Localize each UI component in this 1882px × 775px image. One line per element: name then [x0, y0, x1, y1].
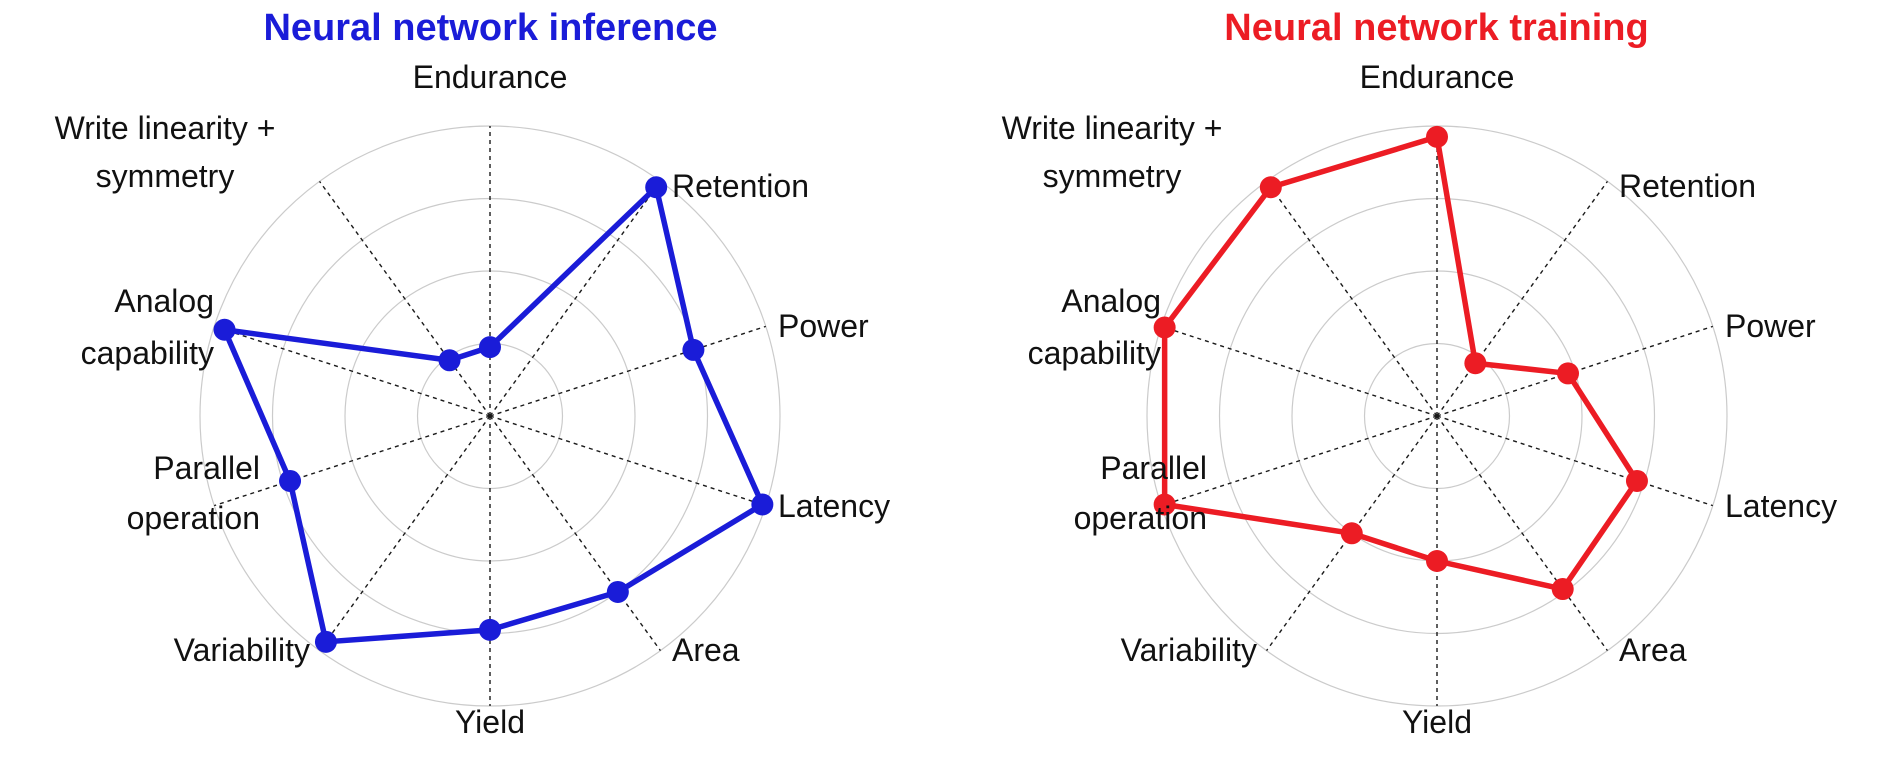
axis-spoke-retention	[1436, 180, 1609, 417]
axis-label-area: Area	[1619, 632, 1687, 668]
data-point-inference-retention	[645, 176, 668, 199]
data-point-inference-power	[682, 338, 705, 361]
axis-label-power: Power	[778, 308, 869, 344]
axis-label-yield: Yield	[1402, 704, 1472, 740]
axis-label-write-linearity-symmetry-line1: Write linearity +	[55, 110, 276, 146]
data-point-inference-variability	[314, 630, 337, 653]
axis-label-retention: Retention	[1619, 168, 1756, 204]
axis-spoke-parallel-operation	[1160, 415, 1438, 507]
axis-label-yield: Yield	[455, 704, 525, 740]
data-point-inference-latency	[751, 493, 774, 516]
axis-label-analog-capability-line2: capability	[81, 335, 214, 371]
axis-label-endurance: Endurance	[1360, 59, 1515, 95]
data-point-training-latency	[1625, 469, 1648, 492]
axis-spoke-write-linearity-symmetry	[318, 180, 491, 417]
axis-label-analog-capability-line1: Analog	[1061, 283, 1161, 319]
axis-label-parallel-operation-line2: operation	[127, 500, 260, 536]
axis-spoke-analog-capability	[1160, 325, 1438, 417]
data-point-training-analog-capability	[1153, 316, 1176, 339]
axis-spoke-retention	[489, 180, 662, 417]
axis-label-parallel-operation-line2: operation	[1074, 500, 1207, 536]
data-point-training-yield	[1426, 550, 1448, 572]
data-point-inference-area	[606, 580, 629, 603]
axis-spoke-write-linearity-symmetry	[1265, 180, 1438, 417]
axis-label-latency: Latency	[778, 488, 890, 524]
data-point-training-power	[1557, 362, 1580, 385]
axis-label-write-linearity-symmetry-line1: Write linearity +	[1002, 110, 1223, 146]
data-point-training-parallel-operation	[1153, 493, 1176, 516]
axis-label-variability: Variability	[174, 632, 310, 668]
axis-label-variability: Variability	[1121, 632, 1257, 668]
axis-spoke-variability	[318, 415, 491, 652]
data-point-training-retention	[1464, 352, 1487, 375]
data-point-inference-write-linearity-symmetry	[438, 349, 461, 372]
axis-label-retention: Retention	[672, 168, 809, 204]
axis-label-write-linearity-symmetry-line2: symmetry	[96, 158, 235, 194]
data-point-training-area	[1551, 578, 1574, 601]
axis-label-endurance: Endurance	[413, 59, 568, 95]
data-point-inference-yield	[479, 618, 501, 641]
axis-label-parallel-operation-line1: Parallel	[153, 450, 260, 486]
axis-label-analog-capability-line1: Analog	[114, 283, 214, 319]
data-point-inference-endurance	[479, 336, 501, 359]
chart-title-training: Neural network training	[1224, 7, 1649, 49]
axis-spoke-parallel-operation	[213, 415, 491, 507]
axis-label-analog-capability-line2: capability	[1028, 335, 1161, 371]
axis-label-power: Power	[1725, 308, 1816, 344]
axis-spoke-latency	[489, 415, 767, 507]
data-point-inference-analog-capability	[213, 318, 236, 341]
data-point-training-endurance	[1426, 125, 1448, 148]
data-point-training-variability	[1340, 522, 1363, 545]
chart-title-inference: Neural network inference	[263, 7, 718, 49]
axis-spoke-analog-capability	[213, 325, 491, 417]
axis-spoke-latency	[1436, 415, 1714, 507]
axis-label-write-linearity-symmetry-line2: symmetry	[1043, 158, 1182, 194]
axis-label-latency: Latency	[1725, 488, 1837, 524]
data-point-training-write-linearity-symmetry	[1259, 176, 1282, 199]
data-point-inference-parallel-operation	[279, 469, 302, 492]
axis-spoke-area	[489, 415, 662, 652]
axis-label-parallel-operation-line1: Parallel	[1100, 450, 1207, 486]
axis-label-area: Area	[672, 632, 740, 668]
axis-spoke-area	[1436, 415, 1609, 652]
axis-spoke-power	[489, 325, 767, 417]
